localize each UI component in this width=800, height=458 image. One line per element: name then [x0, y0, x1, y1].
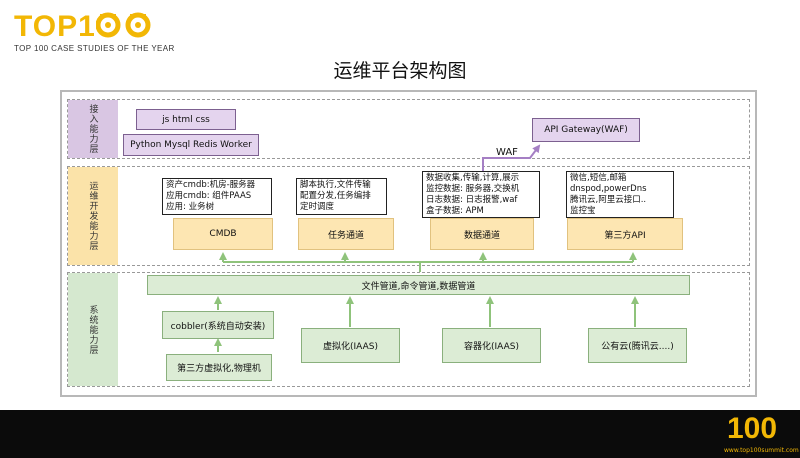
access-layer-label: 接入能力层 — [68, 100, 118, 158]
footer-logo: 100 — [727, 412, 778, 445]
logo-tagline: TOP 100 CASE STUDIES OF THE YEAR — [14, 44, 175, 53]
task-note: 脚本执行,文件传输 配置分发,任务编排 定时调度 — [296, 178, 387, 215]
page-title: 运维平台架构图 — [333, 60, 467, 82]
logo-eyes-icon — [95, 12, 151, 38]
container-label: 容器化(IAAS) — [464, 342, 519, 352]
backend-label: Python Mysql Redis Worker — [130, 140, 252, 150]
logo-text: TOP1 — [14, 10, 96, 43]
data-note-line: 日志数据: 日志报警,waf — [426, 195, 518, 205]
frontend-label: js html css — [162, 114, 210, 125]
data-note-line: 盒子数据: APM — [426, 206, 484, 216]
cmdb-note-line: 应用: 业务树 — [166, 202, 215, 212]
third-api-box: 第三方API — [567, 218, 683, 250]
virtualization-label: 虚拟化(IAAS) — [323, 342, 378, 352]
task-note-line: 配置分发,任务编排 — [300, 191, 371, 201]
task-note-line: 定时调度 — [300, 202, 335, 212]
data-note-line: 监控数据: 服务器,交换机 — [426, 184, 520, 194]
third-virt-box: 第三方虚拟化,物理机 — [166, 354, 272, 381]
cmdb-note-line: 应用cmdb: 组件PAAS — [166, 191, 252, 201]
data-channel-label: 数据通道 — [463, 230, 500, 241]
cmdb-box: CMDB — [173, 218, 273, 250]
task-channel-label: 任务通道 — [327, 230, 364, 241]
api-gateway-label: API Gateway(WAF) — [544, 125, 628, 135]
third-api-label: 第三方API — [604, 230, 646, 241]
dev-layer-label-text: 运维开发能力层 — [87, 181, 98, 251]
waf-arrow — [482, 144, 541, 180]
frontend-box: js html css — [136, 109, 236, 130]
system-layer-label: 系统能力层 — [68, 273, 118, 386]
data-channel-box: 数据通道 — [430, 218, 534, 250]
top100-logo: TOP1 TOP 100 CASE STUDIES OF THE YEAR — [14, 12, 175, 54]
cmdb-note: 资产cmdb:机房-服务器 应用cmdb: 组件PAAS 应用: 业务树 — [162, 178, 272, 215]
waf-label: WAF — [496, 147, 518, 158]
data-note-line: 数据收集,传输,计算,展示 — [426, 173, 520, 183]
backend-box: Python Mysql Redis Worker — [123, 134, 259, 156]
container-box: 容器化(IAAS) — [442, 328, 541, 363]
logo-wordmark: TOP1 — [14, 12, 175, 42]
pipeline-box: 文件管道,命令管道,数据管道 — [147, 275, 690, 295]
cobbler-label: cobbler(系统自动安装) — [170, 321, 266, 332]
third-api-note: 微信,短信,邮箱 dnspod,powerDns 腾讯云,阿里云接口.. 监控宝 — [566, 171, 674, 218]
pipeline-label: 文件管道,命令管道,数据管道 — [361, 281, 476, 292]
cmdb-label: CMDB — [209, 229, 237, 239]
public-cloud-label: 公有云(腾讯云....) — [601, 342, 674, 352]
footer-bar — [0, 410, 800, 458]
footer-url: www.top100summit.com — [724, 447, 799, 454]
access-layer-label-text: 接入能力层 — [87, 104, 98, 154]
dev-layer-label: 运维开发能力层 — [68, 167, 118, 265]
third-api-note-line: 微信,短信,邮箱 — [570, 173, 627, 183]
public-cloud-box: 公有云(腾讯云....) — [588, 328, 687, 363]
data-note: 数据收集,传输,计算,展示 监控数据: 服务器,交换机 日志数据: 日志报警,w… — [422, 171, 540, 218]
third-api-note-line: 监控宝 — [570, 206, 596, 216]
third-api-note-line: dnspod,powerDns — [570, 184, 647, 194]
cmdb-note-line: 资产cmdb:机房-服务器 — [166, 180, 256, 190]
virtualization-box: 虚拟化(IAAS) — [301, 328, 400, 363]
task-channel-box: 任务通道 — [298, 218, 394, 250]
third-virt-label: 第三方虚拟化,物理机 — [177, 364, 261, 374]
third-api-note-line: 腾讯云,阿里云接口.. — [570, 195, 647, 205]
task-note-line: 脚本执行,文件传输 — [300, 180, 371, 190]
api-gateway-box: API Gateway(WAF) — [532, 118, 640, 142]
cobbler-box: cobbler(系统自动安装) — [162, 311, 274, 339]
system-layer-label-text: 系统能力层 — [87, 304, 98, 355]
